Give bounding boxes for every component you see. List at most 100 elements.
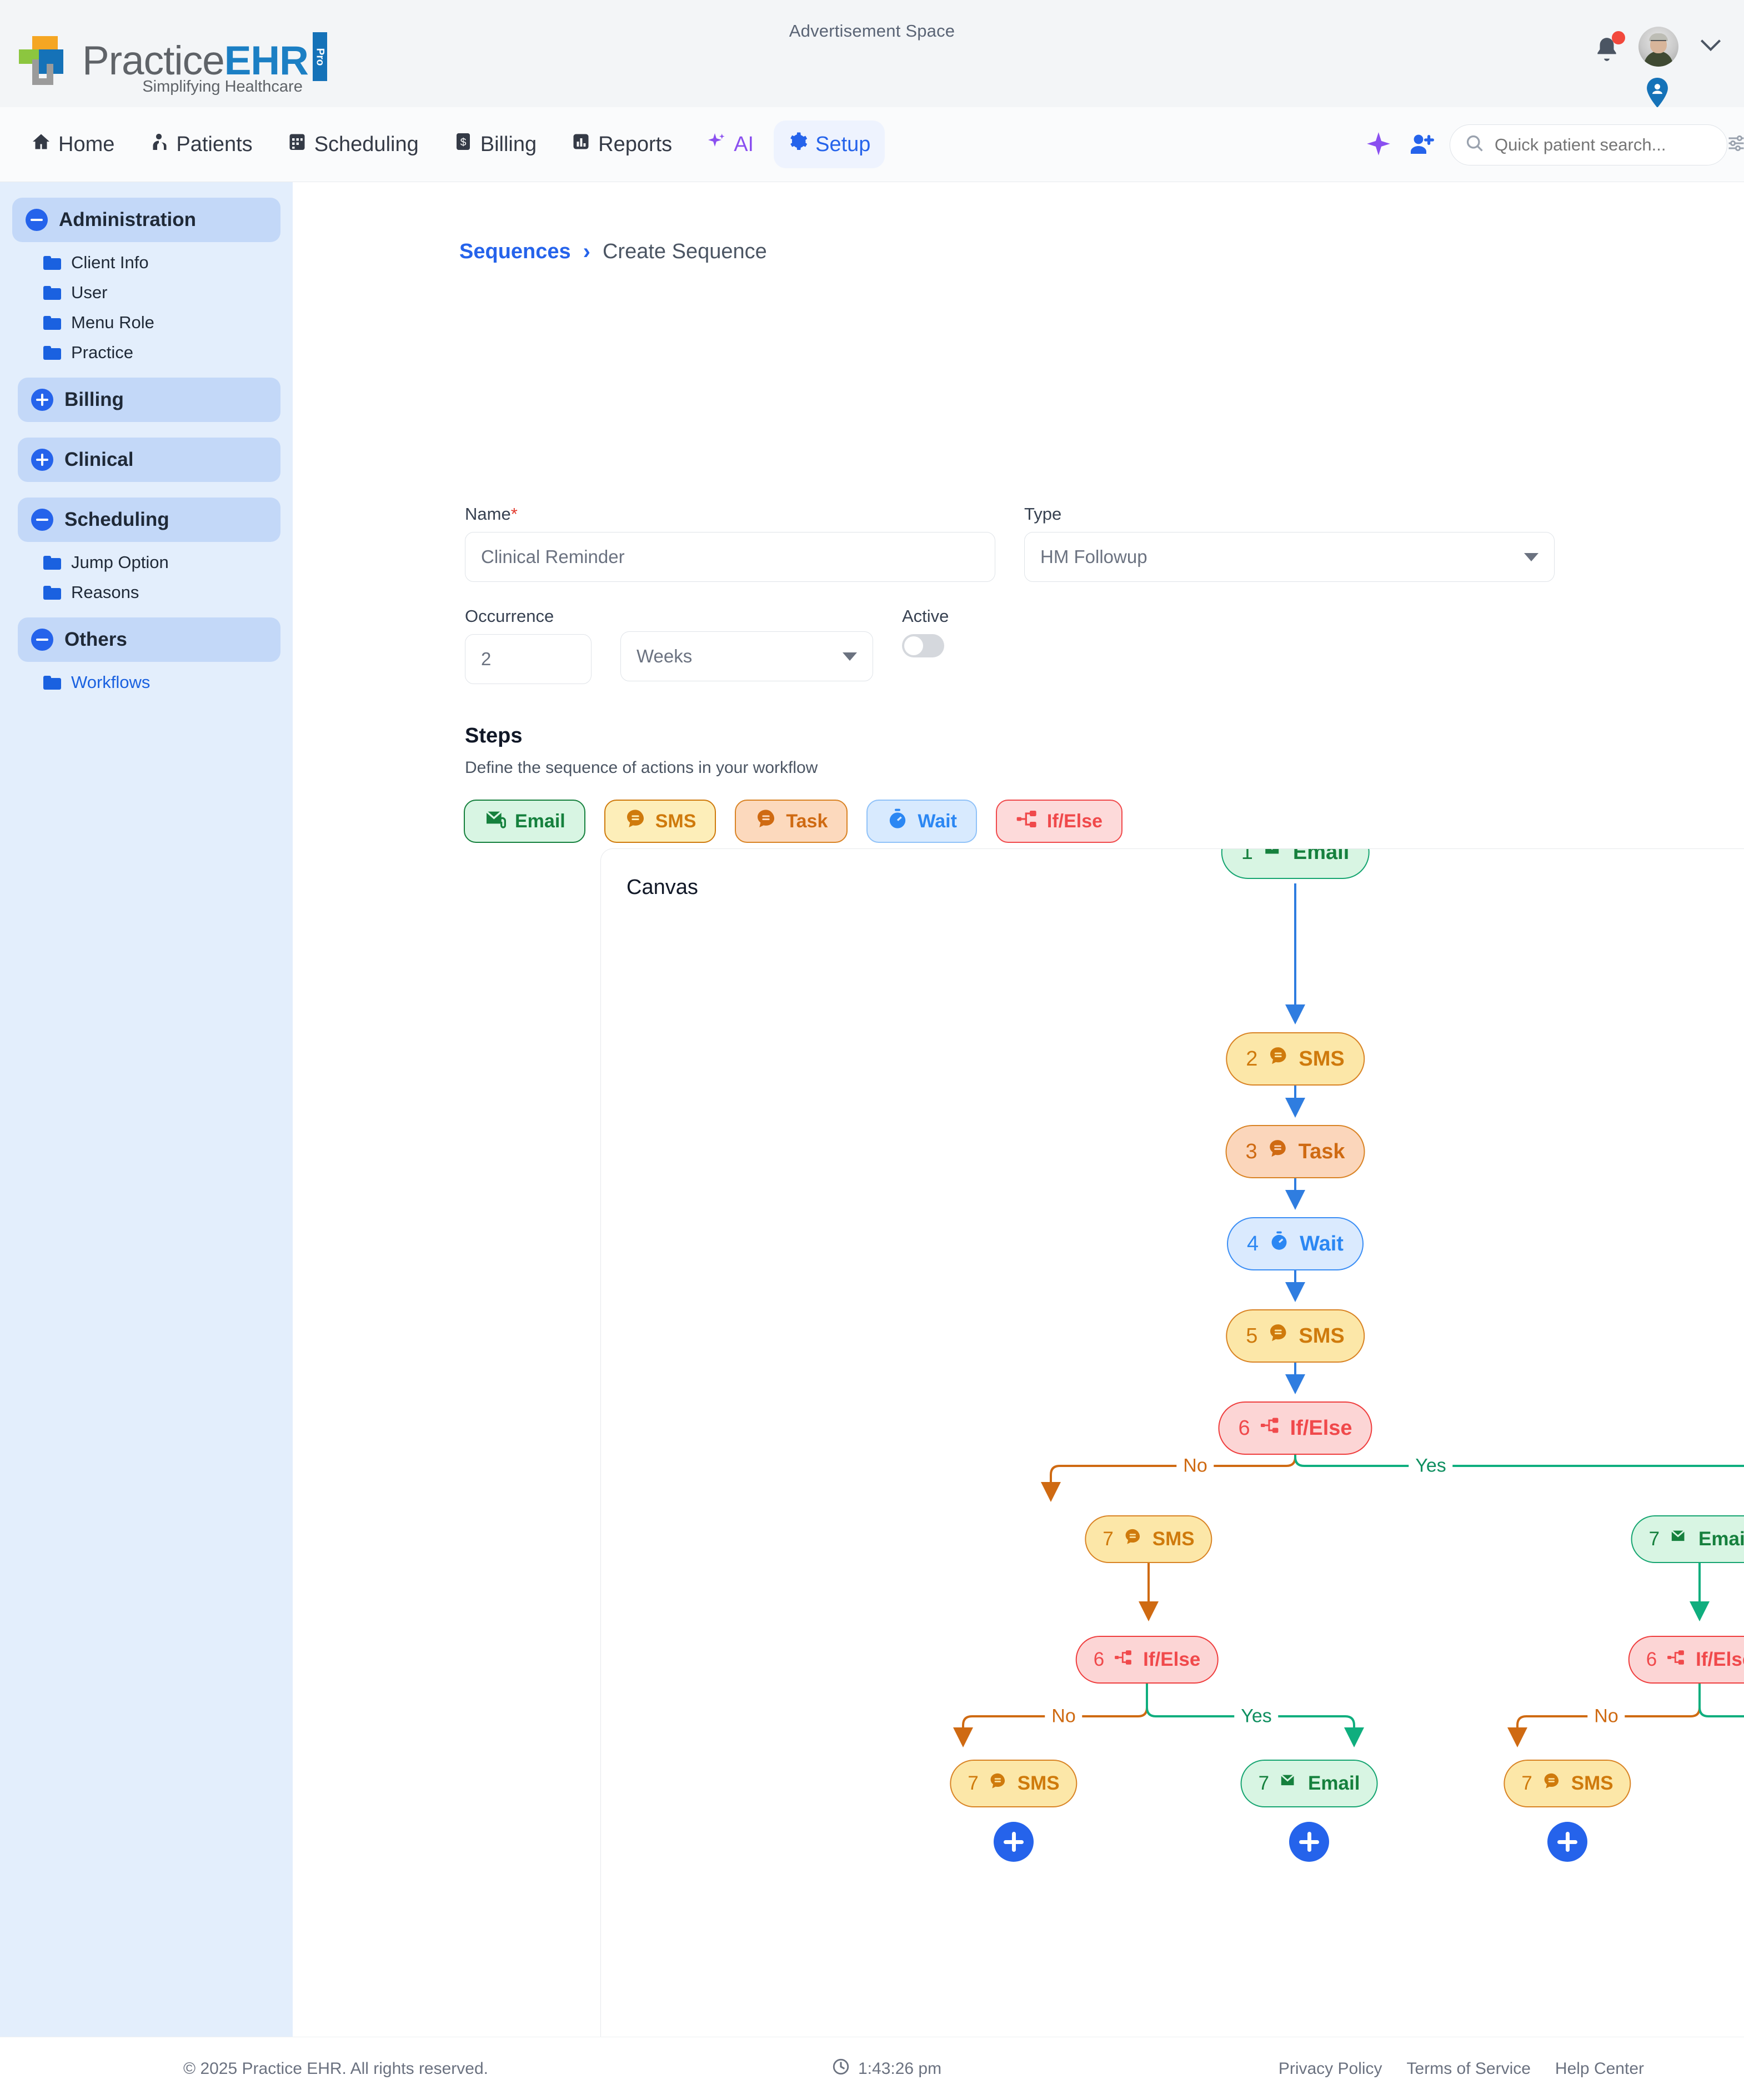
nav-item-setup[interactable]: Setup [774,120,885,168]
chip-label: If/Else [1046,810,1103,832]
email-attachment-icon [1263,849,1283,865]
type-select[interactable]: HM Followup [1024,532,1555,582]
footer-link-terms-of-service[interactable]: Terms of Service [1406,2059,1531,2078]
sidebar-item-practice[interactable]: Practice [12,338,280,368]
workflow-leaf-email-1[interactable]: 7 Email [1240,1760,1378,1807]
chat-bubble-icon [989,1772,1008,1796]
workflow-node-wait-4[interactable]: 4 Wait [1227,1217,1364,1270]
sidebar-item-client-info[interactable]: Client Info [12,248,280,278]
active-toggle[interactable] [902,634,944,657]
occurrence-unit-group: Weeks [620,606,873,681]
chip-wait[interactable]: Wait [866,800,977,843]
chevron-down-icon [843,652,857,661]
minus-icon [31,629,53,651]
sidebar-group-administration[interactable]: Administration [12,198,280,242]
sidebar-item-menu-role[interactable]: Menu Role [12,308,280,338]
location-pin-icon[interactable] [1645,78,1670,108]
type-field-group: Type HM Followup [1024,504,1555,582]
occurrence-input[interactable]: 2 [465,634,592,684]
minus-icon [26,209,48,231]
workflow-node-ifelse-6-left[interactable]: 6 If/Else [1075,1636,1219,1684]
node-label: SMS [1571,1772,1613,1794]
sidebar-item-workflows[interactable]: Workflows [12,667,280,697]
search-input[interactable] [1450,124,1744,165]
workflow-node-email-7-right[interactable]: 7 Email [1631,1515,1744,1563]
type-select-value: HM Followup [1040,546,1147,567]
workflow-leaf-sms-2[interactable]: 7 SMS [1504,1760,1631,1807]
sidebar-group-label: Others [64,629,127,650]
folder-icon [43,585,61,600]
workflow-node-sms-7-left[interactable]: 7 SMS [1085,1515,1212,1563]
steps-subtitle: Define the sequence of actions in your w… [465,758,818,777]
node-number: 1 [1241,848,1253,864]
nav-item-label: AI [734,132,754,156]
sidebar-item-reasons[interactable]: Reasons [12,577,280,607]
home-icon [31,132,51,157]
chat-bubble-icon [1267,1046,1289,1072]
footer-time: 1:43:26 pm [831,2057,941,2081]
add-step-button-3[interactable] [1547,1822,1587,1862]
sidebar-group-scheduling[interactable]: Scheduling [18,498,280,542]
nav-item-label: Billing [480,132,537,156]
footer-link-privacy-policy[interactable]: Privacy Policy [1278,2059,1382,2078]
sidebar-group-clinical[interactable]: Clinical [18,438,280,482]
chip-sms[interactable]: SMS [604,800,716,843]
sidebar-group-label: Scheduling [64,509,169,530]
folder-icon [43,675,61,690]
nav-item-label: Patients [176,132,253,156]
workflow-leaf-sms-1[interactable]: 7 SMS [950,1760,1078,1807]
name-label: Name* [465,504,518,524]
workflow-node-ifelse-6[interactable]: 6 If/Else [1218,1401,1372,1455]
name-input[interactable]: Clinical Reminder [465,532,995,582]
canvas-label: Canvas [627,876,698,899]
sidebar-item-jump-option[interactable]: Jump Option [12,547,280,577]
chip-task[interactable]: Task [735,800,848,843]
nav-item-scheduling[interactable]: Scheduling [273,120,433,168]
bell-icon[interactable] [1593,31,1625,64]
chip-label: Wait [918,810,957,832]
footer-link-help-center[interactable]: Help Center [1555,2059,1644,2078]
folder-icon [43,555,61,570]
nav-right-actions [1363,107,1744,182]
type-label: Type [1024,504,1062,524]
search-field[interactable] [1495,134,1716,155]
workflow-node-email-1[interactable]: 1 Email [1221,848,1370,879]
active-field-group: Active [902,606,949,657]
nav-item-reports[interactable]: Reports [557,120,686,168]
workflow-node-ifelse-6-right[interactable]: 6 If/Else [1628,1636,1744,1684]
sidebar-item-user[interactable]: User [12,278,280,308]
workflow-canvas[interactable]: Canvas [600,848,1744,2076]
chat-bubble-icon [1542,1772,1561,1796]
breadcrumb-current: Create Sequence [602,240,767,263]
chip-ifelse[interactable]: If/Else [995,800,1123,843]
add-step-button-2[interactable] [1289,1822,1329,1862]
app-logo[interactable]: Practice EHR Pro Simplifying Healthcare [17,32,327,95]
nav-item-home[interactable]: Home [17,120,129,168]
add-user-icon[interactable] [1406,129,1437,160]
avatar[interactable] [1638,27,1678,67]
node-label: Email [1308,1772,1360,1794]
workflow-node-sms-2[interactable]: 2 SMS [1226,1032,1365,1086]
nav-item-ai[interactable]: AI [692,120,768,168]
edge-label-yes-1: Yes [1409,1455,1453,1477]
workflow-node-task-3[interactable]: 3 Task [1225,1125,1365,1178]
edge-label-no-1: No [1176,1455,1214,1477]
practice-ehr-logo-icon [17,34,78,94]
folder-icon [43,345,61,360]
occurrence-unit-select[interactable]: Weeks [620,631,873,681]
sparkle-icon[interactable] [1363,129,1394,160]
filter-sliders-icon[interactable] [1726,133,1744,156]
sidebar-group-billing[interactable]: Billing [18,378,280,422]
node-label: SMS [1017,1772,1060,1794]
chip-label: Email [515,810,565,832]
chip-email[interactable]: Email [464,800,585,843]
footer-time-value: 1:43:26 pm [858,2059,942,2078]
add-step-button-1[interactable] [994,1822,1034,1862]
workflow-node-sms-5[interactable]: 5 SMS [1226,1309,1365,1363]
nav-item-billing[interactable]: $ Billing [439,120,551,168]
chip-label: SMS [655,810,696,832]
breadcrumb-sequences-link[interactable]: Sequences [459,240,571,263]
nav-item-patients[interactable]: Patients [134,120,267,168]
sidebar-group-others[interactable]: Others [18,617,280,662]
